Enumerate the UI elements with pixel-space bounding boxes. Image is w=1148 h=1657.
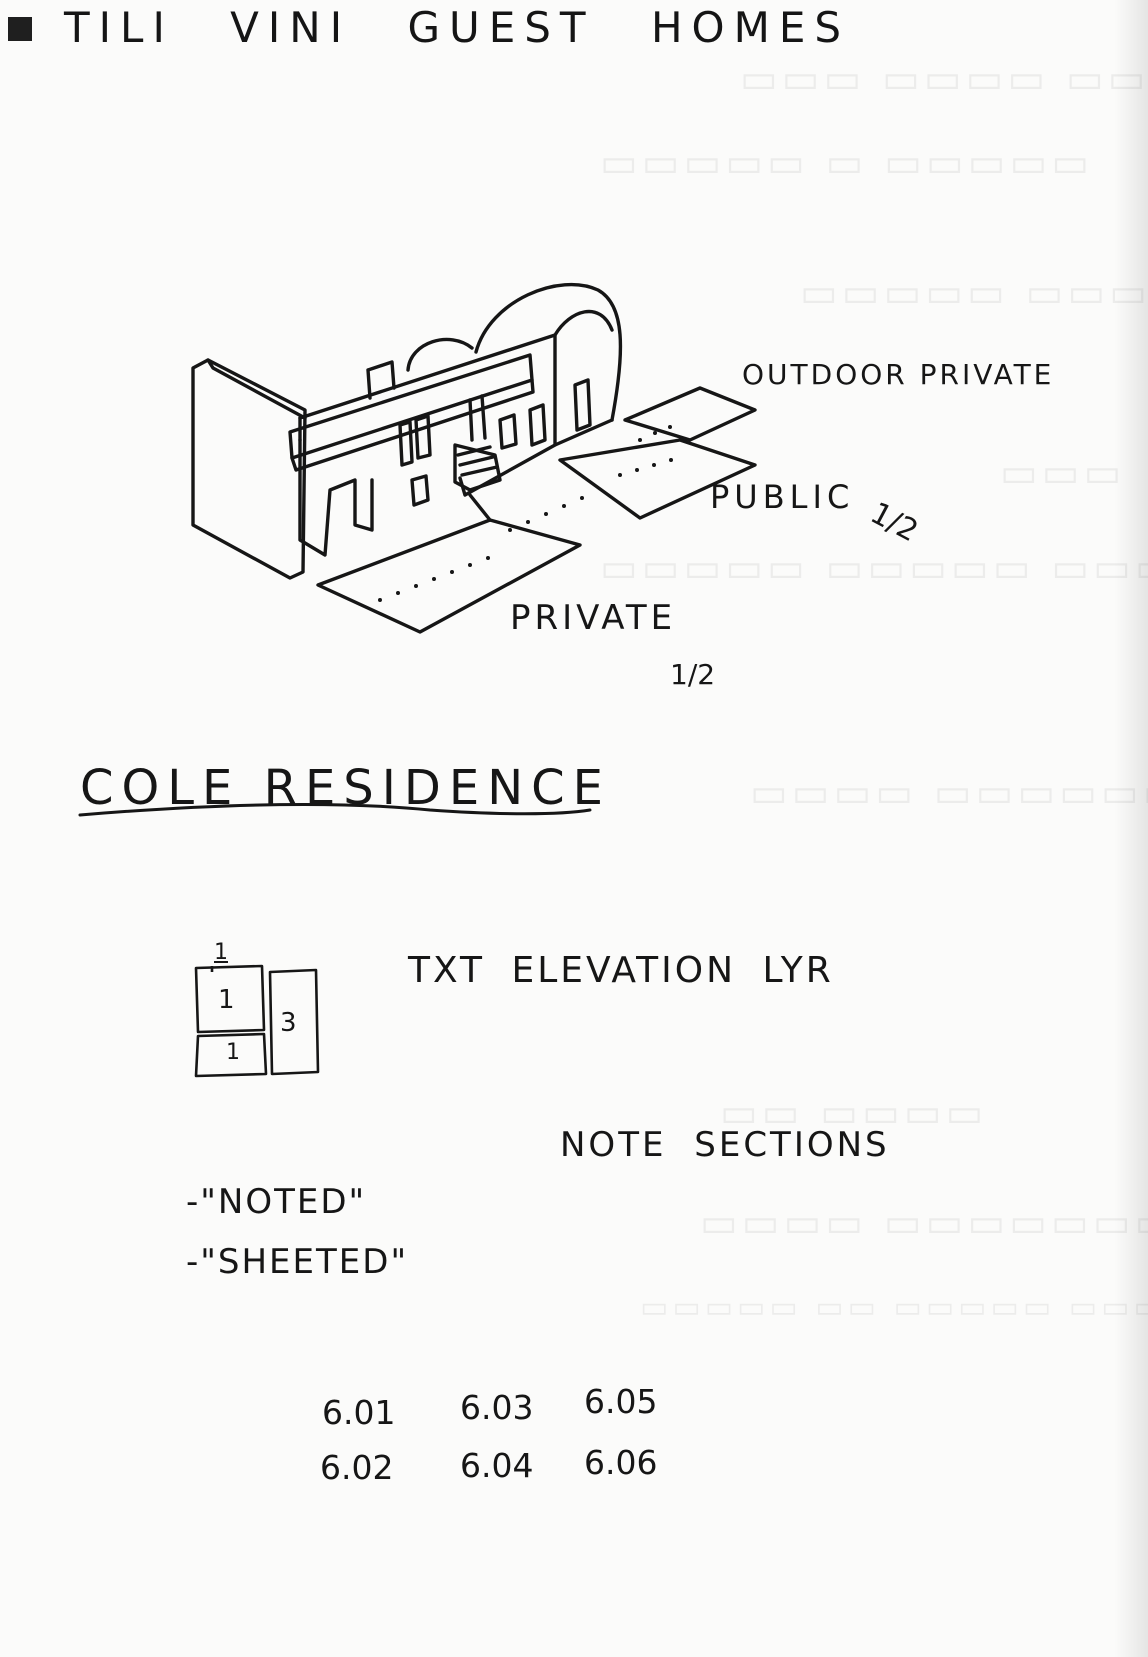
bleed-through-mark: ▭▭▭▭ ▭▭▭▭▭▭▭ — [700, 1200, 1148, 1246]
bleed-through-mark: ▭▭▭▭▭ ▭▭▭▭ ▭▭ — [800, 270, 1148, 316]
sheeted-note: -"SHEETED" — [186, 1242, 409, 1282]
bleed-through-mark: ▭▭▭▭▭ ▭▭▭▭▭ ▭▭▭▭▭ ▭▭ — [600, 545, 1148, 591]
sheet-number: 6.04 — [460, 1446, 534, 1485]
private-label: PRIVATE — [510, 598, 677, 638]
diagram-box-b-label: 1 — [226, 1040, 240, 1065]
sketch-chimney — [366, 360, 396, 400]
public-label: PUBLIC — [710, 478, 855, 516]
section-heading: COLE RESIDENCE — [80, 760, 611, 816]
bleed-through-mark: ▭▭▭ — [1000, 450, 1126, 496]
sketch-private-pad — [316, 518, 582, 634]
bleed-through-mark: ▭▭▭ ▭▭▭▭ ▭▭ — [740, 56, 1148, 102]
note-sections-note: NOTE SECTIONS — [560, 1125, 890, 1165]
page-title: TILI VINI GUEST HOMES — [64, 2, 851, 52]
sketch-dome — [406, 337, 474, 372]
diagram-top-label: 1 — [214, 940, 228, 965]
diagram-box-c-label: 3 — [280, 1008, 297, 1038]
outdoor-private-label: OUTDOOR PRIVATE — [742, 358, 1055, 391]
diagram-box-a-label: 1 — [218, 985, 235, 1015]
page-title-row: TILI VINI GUEST HOMES — [8, 0, 850, 54]
sheet-number: 6.01 — [322, 1393, 396, 1432]
bleed-through-mark: ▭▭ ▭▭▭▭ — [720, 1090, 988, 1136]
sketch-outdoor-private-pad — [623, 386, 757, 442]
bullet-square-icon — [8, 17, 32, 41]
sheet-number: 6.05 — [584, 1382, 658, 1421]
bleed-through-mark: ▭▭▭▭▭ ▭ ▭▭▭▭▭ — [600, 140, 1094, 186]
sheet-number: 6.02 — [320, 1448, 394, 1487]
sketch-barrel-vault — [474, 282, 623, 422]
sketch-stairs — [453, 443, 502, 492]
sheet-number: 6.03 — [460, 1388, 534, 1427]
noted-note: -"NOTED" — [186, 1182, 367, 1222]
private-fraction-label: 1/2 — [670, 658, 716, 691]
bleed-through-mark: ▭▭▭▭ ▭▭▭▭▭▭▭ ▭▭▭ — [750, 770, 1148, 816]
sheet-number: 6.06 — [584, 1443, 658, 1482]
txt-elevation-note: TXT ELEVATION LYR — [408, 950, 834, 991]
page-edge-shadow — [1114, 0, 1148, 1657]
sketch-public-pad — [558, 438, 757, 520]
bleed-through-mark: ▭▭▭▭▭ ▭▭ ▭▭▭▭▭ ▭▭▭ ▭▭▭▭▭▭▭ — [640, 1290, 1148, 1325]
